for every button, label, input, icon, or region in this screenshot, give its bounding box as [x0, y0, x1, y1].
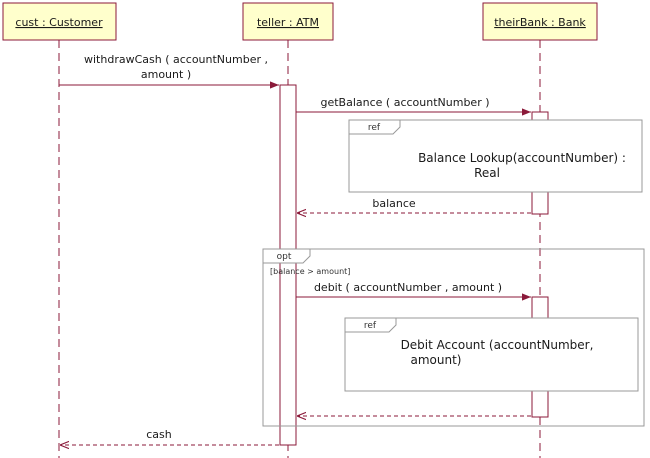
- message-debit[interactable]: debit ( accountNumber , amount ): [296, 281, 531, 301]
- lifeline-header-customer[interactable]: cust : Customer: [2, 2, 117, 41]
- return-cash[interactable]: cash: [60, 428, 279, 445]
- debit-label: debit ( accountNumber , amount ): [314, 281, 502, 294]
- return-balance[interactable]: balance: [297, 197, 531, 213]
- balance-return-label: balance: [372, 197, 416, 210]
- ref-balance-line2: Real: [474, 166, 500, 180]
- lifeline-header-atm[interactable]: teller : ATM: [242, 2, 334, 41]
- cash-return-label: cash: [146, 428, 172, 441]
- atm-activation: [279, 84, 297, 446]
- ref-balance-line1: Balance Lookup(accountNumber) :: [418, 151, 626, 165]
- ref-tag-balance: ref: [368, 123, 381, 133]
- lifeline-header-bank[interactable]: theirBank : Bank: [482, 2, 598, 41]
- opt-tag: opt: [277, 252, 292, 262]
- message-withdraw-cash[interactable]: withdrawCash ( accountNumber , amount ): [59, 53, 279, 89]
- ref-fragment-balance-lookup[interactable]: ref Balance Lookup(accountNumber) : Real: [348, 119, 643, 193]
- get-balance-label: getBalance ( accountNumber ): [320, 96, 489, 109]
- ref-debit-line2: amount): [411, 353, 462, 367]
- withdraw-label-line2: amount ): [141, 68, 191, 81]
- message-get-balance[interactable]: getBalance ( accountNumber ): [296, 96, 531, 116]
- ref-fragment-debit-account[interactable]: ref Debit Account (accountNumber, amount…: [344, 317, 639, 392]
- lifeline-label-bank: theirBank : Bank: [494, 16, 586, 29]
- lifeline-label-customer: cust : Customer: [15, 16, 103, 29]
- ref-tag-debit: ref: [364, 321, 377, 331]
- opt-guard: [balance > amount]: [270, 267, 350, 276]
- opt-fragment[interactable]: opt [balance > amount]: [262, 248, 645, 427]
- ref-debit-line1: Debit Account (accountNumber,: [401, 338, 594, 352]
- withdraw-label-line1: withdrawCash ( accountNumber ,: [84, 53, 268, 66]
- lifeline-label-atm: teller : ATM: [257, 16, 319, 29]
